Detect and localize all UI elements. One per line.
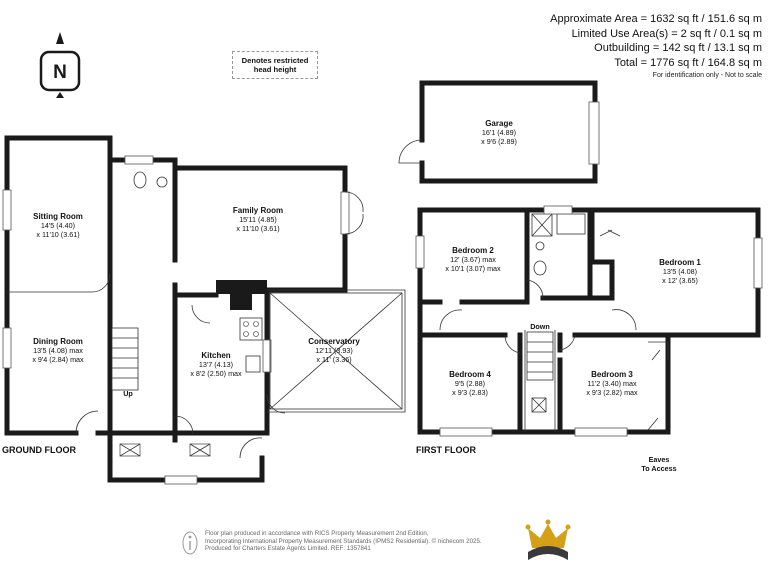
bedroom1-dims-line1: 13'5 (4.08) bbox=[663, 267, 697, 276]
compass-north-label: N bbox=[53, 62, 67, 83]
sitting-room-label: Sitting Room bbox=[33, 212, 83, 221]
ground-floor-label: GROUND FLOOR bbox=[2, 445, 76, 455]
eaves-label-line2: To Access bbox=[641, 464, 676, 473]
eaves-label-line1: Eaves bbox=[649, 455, 670, 464]
bedroom3-dims-line1: 11'2 (3.40) max bbox=[587, 379, 637, 388]
garage bbox=[398, 80, 600, 184]
bedroom3-dims-line2: x 9'3 (2.82) max bbox=[586, 388, 638, 397]
kitchen-label: Kitchen bbox=[201, 351, 230, 360]
bedroom2-dims-line1: 12' (3.67) max bbox=[450, 255, 496, 264]
north-compass-icon: N bbox=[39, 32, 81, 98]
conservatory-dims-line2: x 11' (3.36) bbox=[316, 355, 351, 364]
limited-use-area: Limited Use Area(s) = 2 sq ft / 0.1 sq m bbox=[571, 27, 762, 40]
stairs-icon bbox=[526, 331, 554, 381]
kitchen-dims-line1: 13'7 (4.13) bbox=[199, 360, 233, 369]
bedroom3-label: Bedroom 3 bbox=[591, 370, 633, 379]
stairs-up-label: Up bbox=[123, 389, 133, 398]
family-room-dims-line2: x 11'10 (3.61) bbox=[236, 224, 279, 233]
first-floor-label: FIRST FLOOR bbox=[416, 445, 476, 455]
room-labels: Garage 16'1 (4.89) x 9'6 (2.89) Sitting … bbox=[32, 119, 701, 473]
sitting-room-dims-line2: x 11'10 (3.61) bbox=[36, 230, 79, 239]
dining-room-dims-line2: x 9'4 (2.84) max bbox=[32, 355, 84, 364]
footer-line-3: Produced for Charters Estate Agents Limi… bbox=[205, 545, 371, 553]
crown-logo-icon bbox=[525, 519, 571, 560]
bedroom2-dims-line2: x 10'1 (3.07) max bbox=[445, 264, 501, 273]
sitting-room-dims-line1: 14'5 (4.40) bbox=[41, 221, 75, 230]
bedroom2-label: Bedroom 2 bbox=[452, 246, 494, 255]
conservatory-dims-line1: 12'11 (3.93) bbox=[315, 346, 353, 355]
garage-dims-line2: x 9'6 (2.89) bbox=[481, 137, 517, 146]
dining-room-label: Dining Room bbox=[33, 337, 83, 346]
footer-line-1: Floor plan produced in accordance with R… bbox=[205, 530, 429, 537]
footer-credits: Floor plan produced in accordance with R… bbox=[205, 530, 535, 553]
family-room-dims-line1: 15'11 (4.85) bbox=[239, 215, 277, 224]
dining-room-dims-line1: 13'5 (4.08) max bbox=[33, 346, 83, 355]
area-summary: Approximate Area = 1632 sq ft / 151.6 sq… bbox=[550, 12, 762, 79]
garage-label: Garage bbox=[485, 119, 513, 128]
outbuilding-area: Outbuilding = 142 sq ft / 13.1 sq m bbox=[594, 42, 762, 54]
conservatory-label: Conservatory bbox=[308, 337, 360, 346]
family-room-label: Family Room bbox=[233, 206, 283, 215]
first-floor-plan bbox=[415, 205, 763, 437]
restricted-height-text: Denotes restricted head height bbox=[241, 56, 309, 74]
identification-note: For identification only - Not to scale bbox=[652, 72, 762, 79]
total-area: Total = 1776 sq ft / 164.8 sq m bbox=[614, 56, 762, 69]
bedroom1-label: Bedroom 1 bbox=[659, 258, 701, 267]
kitchen-dims-line2: x 8'2 (2.50) max bbox=[190, 369, 242, 378]
ground-floor-plan bbox=[2, 135, 406, 485]
bedroom4-label: Bedroom 4 bbox=[449, 370, 491, 379]
bedroom1-dims-line2: x 12' (3.65) bbox=[662, 276, 698, 285]
stairs-down-label: Down bbox=[530, 322, 550, 331]
stairs-icon bbox=[111, 327, 139, 391]
bedroom4-dims-line1: 9'5 (2.88) bbox=[455, 379, 485, 388]
bedroom4-dims-line2: x 9'3 (2.83) bbox=[452, 388, 488, 397]
info-person-icon bbox=[182, 531, 198, 555]
footer-line-2: Incorporating International Property Mea… bbox=[205, 537, 482, 545]
approximate-area: Approximate Area = 1632 sq ft / 151.6 sq… bbox=[550, 13, 762, 25]
garage-dims-line1: 16'1 (4.89) bbox=[482, 128, 516, 137]
restricted-height-legend: Denotes restricted head height bbox=[232, 51, 318, 79]
